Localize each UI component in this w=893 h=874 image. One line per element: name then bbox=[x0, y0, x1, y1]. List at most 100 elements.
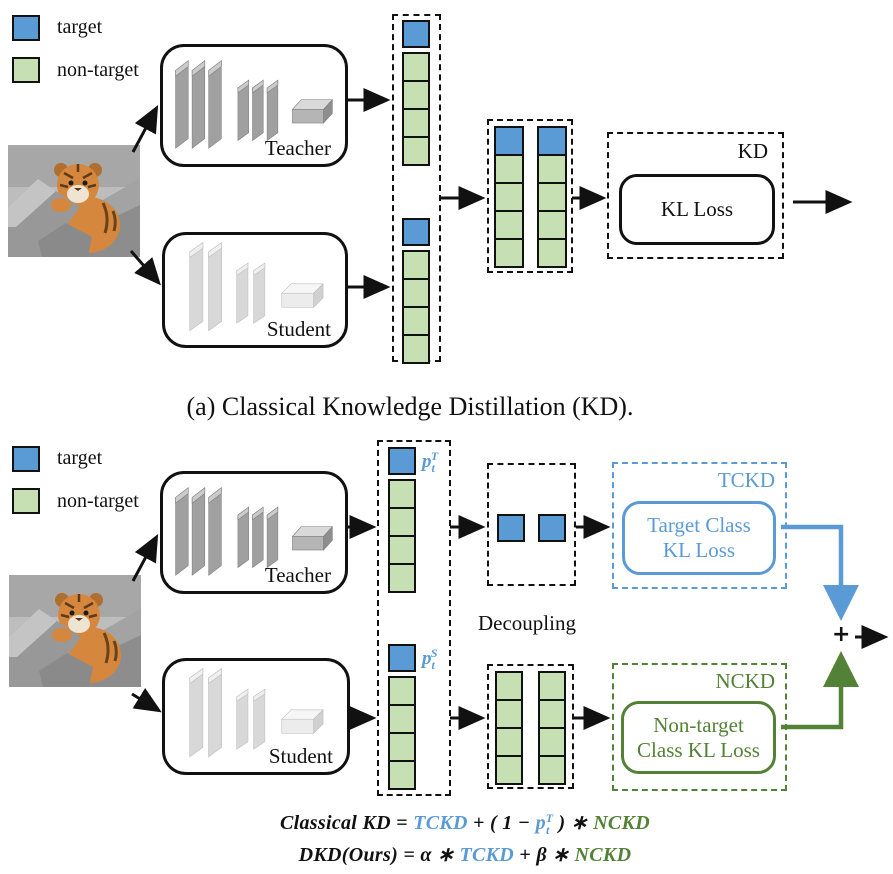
non-target-cell bbox=[540, 699, 564, 727]
formula2-nckd: NCKD bbox=[574, 844, 632, 866]
non-target-cell bbox=[404, 306, 428, 334]
formula1-pt: ptT bbox=[535, 811, 554, 837]
student-nontarget-logits-b bbox=[388, 676, 416, 790]
tckd-tag: TCKD bbox=[717, 468, 775, 492]
nckd-dashed-box: NCKD Non-target Class KL Loss bbox=[612, 663, 787, 791]
legend-b-nontarget-label: non-target bbox=[57, 490, 139, 512]
tckd-box-line2: KL Loss bbox=[662, 538, 736, 562]
student-nontarget-logits-a bbox=[402, 250, 430, 364]
teacher-network-box-a: Teacher bbox=[160, 44, 348, 167]
input-image-tiger-b bbox=[9, 574, 141, 688]
legend-a-target-swatch bbox=[12, 15, 40, 41]
teacher-network-box-b: Teacher bbox=[160, 471, 348, 594]
formula1-nckd: NCKD bbox=[593, 812, 650, 834]
teacher-target-prob-cell bbox=[497, 514, 525, 542]
non-target-cell bbox=[390, 535, 414, 563]
formula2-alpha: α bbox=[420, 844, 432, 866]
non-target-cell bbox=[497, 673, 521, 699]
non-target-cell bbox=[390, 732, 414, 760]
legend-a-target-label: target bbox=[57, 16, 103, 38]
formula2-star1: ∗ bbox=[437, 844, 455, 866]
non-target-cell bbox=[404, 136, 428, 164]
student-label-a: Student bbox=[266, 317, 331, 341]
non-target-cell bbox=[390, 760, 414, 788]
decoupling-label: Decoupling bbox=[478, 611, 576, 635]
nontarget-class-kl-loss-box: Non-target Class KL Loss bbox=[621, 701, 776, 774]
non-target-cell bbox=[496, 210, 522, 238]
formula1-eq: = bbox=[396, 812, 408, 834]
non-target-cell bbox=[540, 727, 564, 755]
teacher-nontarget-logits-b bbox=[388, 479, 416, 593]
nckd-box-line2: Class KL Loss bbox=[637, 737, 760, 762]
arrow-tiger-to-student-b bbox=[131, 687, 162, 713]
caption-a: (a) Classical Knowledge Distillation (KD… bbox=[186, 392, 634, 421]
kd-dashed-box: KD KL Loss bbox=[607, 132, 784, 259]
target-cell bbox=[496, 128, 522, 154]
arrow-tckd-to-sum bbox=[781, 524, 859, 621]
teacher-label-b: Teacher bbox=[264, 563, 331, 587]
student-target-logit-a bbox=[402, 218, 430, 246]
non-target-cell bbox=[539, 154, 565, 182]
formula1-lhs: Classical KD bbox=[280, 812, 391, 834]
student-label-b: Student bbox=[268, 744, 333, 768]
student-network-box-a: Student bbox=[162, 232, 348, 348]
nckd-box-line1: Non-target bbox=[653, 712, 744, 737]
formula1-mid: + ( 1 − bbox=[473, 812, 531, 834]
legend-b-target-swatch bbox=[12, 446, 40, 472]
paired-logits-dashed-box-a bbox=[487, 119, 573, 273]
non-target-cell bbox=[540, 673, 564, 699]
formula1-tckd: TCKD bbox=[413, 812, 468, 834]
tckd-box-line1: Target Class bbox=[647, 513, 751, 537]
formula2-beta: β bbox=[536, 844, 547, 866]
non-target-cell bbox=[497, 755, 521, 783]
non-target-cell bbox=[539, 182, 565, 210]
teacher-label-a: Teacher bbox=[264, 136, 331, 160]
nontarget-pair-dashed-box bbox=[487, 664, 574, 789]
teacher-nontarget-logits-a bbox=[402, 52, 430, 166]
non-target-cell bbox=[539, 238, 565, 266]
legend-b-nontarget-swatch bbox=[12, 488, 40, 514]
logits-dashed-box-b bbox=[377, 440, 451, 796]
target-pair-dashed-box bbox=[487, 463, 576, 586]
formula-dkd: DKD(Ours) = α ∗ TCKD + β ∗ NCKD bbox=[180, 842, 750, 867]
formula1-close: ) ∗ bbox=[558, 812, 588, 834]
sum-plus-sign: + bbox=[832, 622, 851, 647]
input-image-tiger-a bbox=[8, 145, 140, 257]
nckd-tag: NCKD bbox=[715, 669, 775, 693]
non-target-cell bbox=[404, 252, 428, 278]
non-target-cell bbox=[497, 727, 521, 755]
non-target-cell bbox=[496, 154, 522, 182]
legend-b-target-label: target bbox=[57, 447, 103, 469]
formula2-tckd: TCKD bbox=[459, 844, 514, 866]
non-target-cell bbox=[390, 563, 414, 591]
student-target-prob-cell bbox=[538, 514, 566, 542]
non-target-cell bbox=[390, 678, 414, 704]
non-target-cell bbox=[404, 108, 428, 136]
formula2-eq: = bbox=[403, 844, 416, 866]
non-target-cell bbox=[496, 238, 522, 266]
kl-loss-box: KL Loss bbox=[619, 174, 775, 245]
legend-a-nontarget-swatch bbox=[12, 57, 40, 83]
arrow-nckd-to-sum bbox=[781, 651, 859, 730]
student-target-logit-b bbox=[388, 644, 416, 672]
formula2-lhs: DKD(Ours) bbox=[298, 844, 399, 866]
non-target-cell bbox=[390, 481, 414, 507]
student-target-prob-label: ptS bbox=[422, 646, 438, 672]
student-network-box-b: Student bbox=[162, 658, 350, 775]
student-nontarget-distribution-b bbox=[538, 671, 566, 785]
student-full-distribution-a bbox=[537, 126, 567, 268]
non-target-cell bbox=[540, 755, 564, 783]
teacher-target-logit-a bbox=[402, 20, 430, 48]
non-target-cell bbox=[390, 704, 414, 732]
non-target-cell bbox=[404, 80, 428, 108]
tckd-dashed-box: TCKD Target Class KL Loss bbox=[612, 462, 787, 589]
legend-a-nontarget-label: non-target bbox=[57, 59, 139, 81]
formula2-star2: ∗ bbox=[552, 844, 570, 866]
non-target-cell bbox=[404, 278, 428, 306]
non-target-cell bbox=[496, 182, 522, 210]
teacher-nontarget-distribution-b bbox=[495, 671, 523, 785]
non-target-cell bbox=[404, 334, 428, 362]
target-class-kl-loss-box: Target Class KL Loss bbox=[622, 501, 776, 575]
non-target-cell bbox=[539, 210, 565, 238]
